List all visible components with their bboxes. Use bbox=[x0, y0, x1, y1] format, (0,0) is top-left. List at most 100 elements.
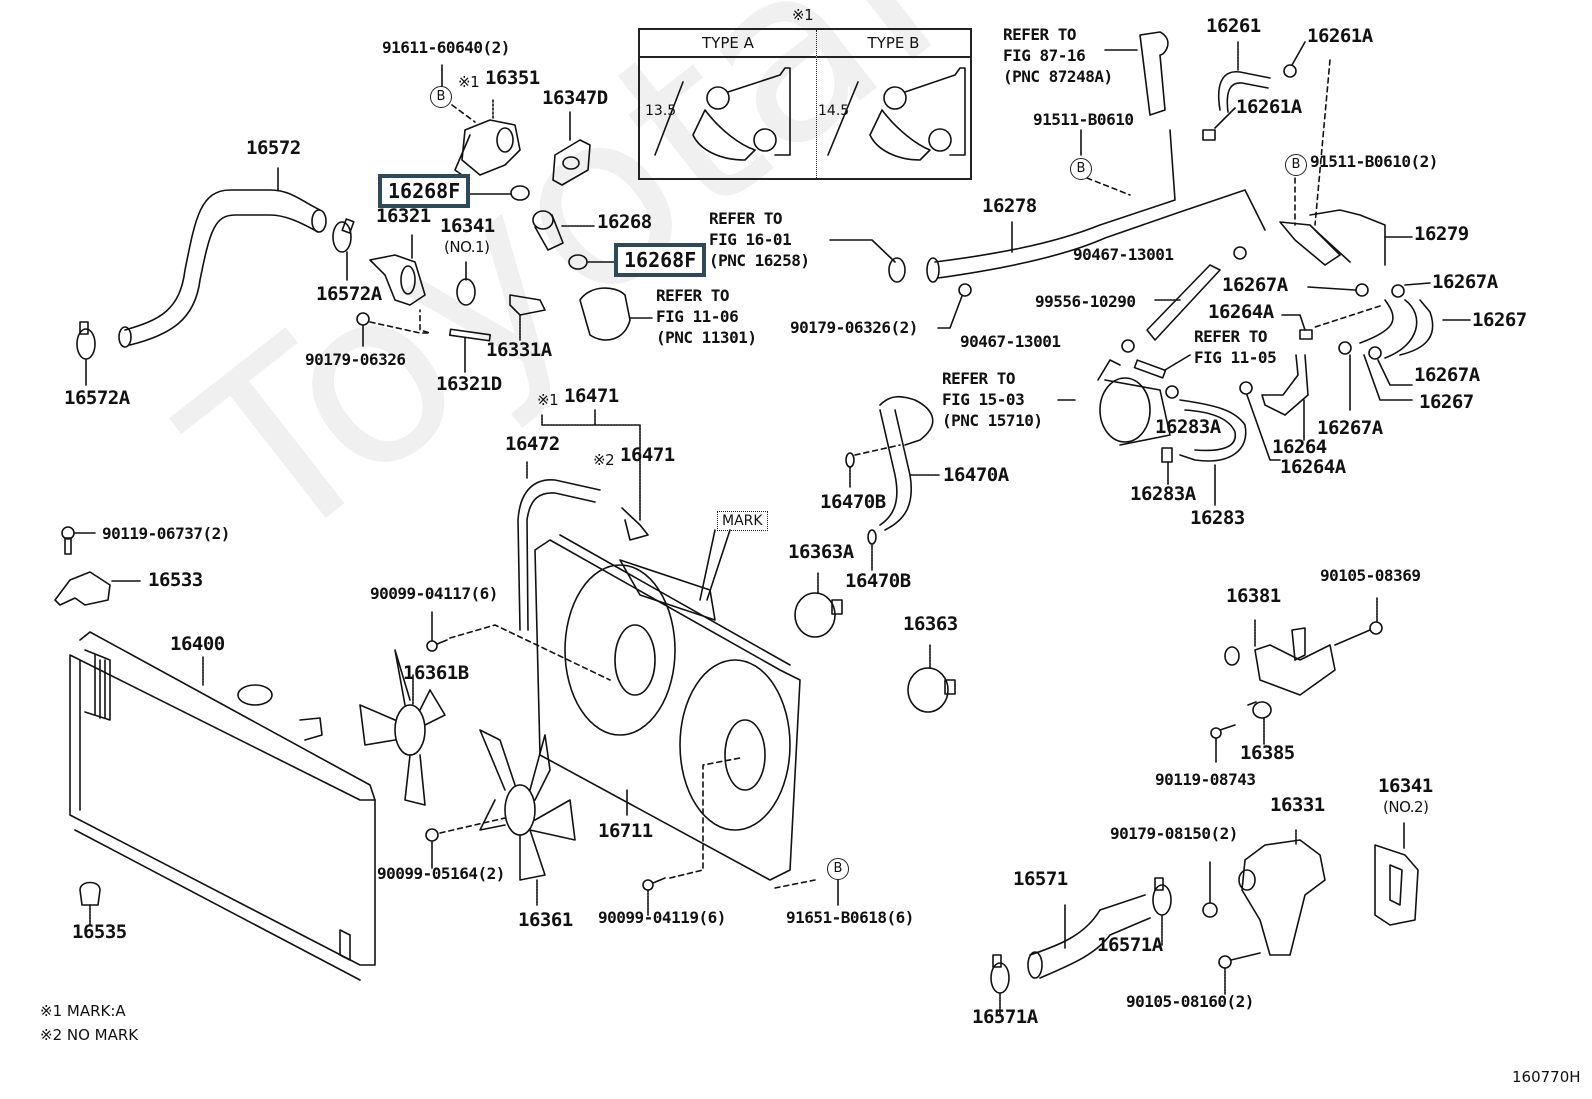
ref-fig-15-03[interactable]: REFER TO FIG 15-03 (PNC 15710) bbox=[942, 369, 1043, 430]
part-label-16471-2[interactable]: 16471 bbox=[620, 444, 675, 466]
clamp-16283A-upper[interactable] bbox=[1165, 385, 1179, 399]
radiator-16400[interactable] bbox=[69, 631, 376, 981]
water-inlet-housing-16331[interactable] bbox=[1238, 839, 1326, 956]
water-outlet-16351[interactable] bbox=[454, 119, 521, 176]
clamp-16267A-1[interactable] bbox=[1355, 283, 1369, 297]
water-inlet-16321[interactable] bbox=[369, 254, 426, 306]
part-label-16331A[interactable]: 16331A bbox=[486, 339, 552, 361]
bracket-16279[interactable] bbox=[1279, 209, 1386, 266]
connector-fig-11-05[interactable] bbox=[1133, 359, 1167, 379]
clip-16470B-lower[interactable] bbox=[867, 529, 877, 545]
gasket-16341-no1[interactable] bbox=[456, 278, 476, 306]
part-label-16471-1[interactable]: 16471 bbox=[564, 385, 619, 407]
part-label-16470B-upper[interactable]: 16470B bbox=[820, 491, 886, 513]
clamp-90467-13001-lower[interactable] bbox=[1121, 339, 1135, 353]
part-label-91651-B0618[interactable]: 91651-B0618(6) bbox=[786, 908, 914, 927]
cushion-16535[interactable] bbox=[79, 881, 101, 906]
clip-16470B-upper[interactable] bbox=[845, 452, 855, 468]
clamp-16571A-left[interactable] bbox=[990, 954, 1010, 994]
part-label-16363[interactable]: 16363 bbox=[903, 613, 958, 635]
part-label-90105-08160[interactable]: 90105-08160(2) bbox=[1126, 992, 1254, 1011]
part-label-90179-08150[interactable]: 90179-08150(2) bbox=[1110, 824, 1238, 843]
part-label-16470B-lower[interactable]: 16470B bbox=[845, 570, 911, 592]
o-ring-16268F-upper[interactable] bbox=[510, 185, 530, 201]
part-label-16283A-upper[interactable]: 16283A bbox=[1155, 416, 1221, 438]
part-label-16571A-left[interactable]: 16571A bbox=[972, 1006, 1038, 1028]
bracket-16381[interactable] bbox=[1224, 627, 1336, 696]
part-label-90467-13001-lower[interactable]: 90467-13001 bbox=[960, 332, 1061, 351]
hose-16571[interactable] bbox=[1027, 894, 1151, 979]
part-label-16341-no2[interactable]: 16341 bbox=[1378, 775, 1433, 797]
reservoir-fig-15-03[interactable] bbox=[1097, 359, 1171, 446]
highlighted-part-16268F-lower[interactable]: 16268F bbox=[614, 243, 707, 277]
hose-fig-87-16[interactable] bbox=[1139, 31, 1169, 116]
part-label-16321[interactable]: 16321 bbox=[376, 205, 431, 227]
hose-16470A[interactable] bbox=[879, 395, 934, 531]
pipe-16268[interactable] bbox=[532, 210, 564, 251]
part-label-16572[interactable]: 16572 bbox=[246, 137, 301, 159]
clamp-16571A-right[interactable] bbox=[1152, 877, 1172, 916]
part-label-90105-08369[interactable]: 90105-08369 bbox=[1320, 566, 1421, 585]
part-label-16267A-1[interactable]: 16267A bbox=[1222, 274, 1288, 296]
part-label-16278[interactable]: 16278 bbox=[982, 195, 1037, 217]
part-label-16363A[interactable]: 16363A bbox=[788, 541, 854, 563]
part-label-16264A-lower[interactable]: 16264A bbox=[1280, 456, 1346, 478]
fan-motor-16363[interactable] bbox=[907, 667, 956, 713]
part-label-16571A-right[interactable]: 16571A bbox=[1097, 934, 1163, 956]
part-label-16261A-top[interactable]: 16261A bbox=[1307, 25, 1373, 47]
part-label-16261[interactable]: 16261 bbox=[1206, 15, 1261, 37]
part-label-16331[interactable]: 16331 bbox=[1270, 794, 1325, 816]
hose-16472[interactable] bbox=[517, 479, 601, 631]
part-label-90179-06326[interactable]: 90179-06326 bbox=[305, 350, 406, 369]
clamp-16572A-right[interactable] bbox=[332, 218, 355, 253]
part-fig-11-06[interactable] bbox=[579, 287, 631, 341]
part-label-99556-10290[interactable]: 99556-10290 bbox=[1035, 292, 1136, 311]
part-label-16572A-right[interactable]: 16572A bbox=[316, 283, 382, 305]
part-label-16535[interactable]: 16535 bbox=[72, 921, 127, 943]
part-label-16267-upper[interactable]: 16267 bbox=[1472, 309, 1527, 331]
clamp-16267A-4[interactable] bbox=[1368, 346, 1382, 360]
fan-motor-16363A[interactable] bbox=[794, 592, 843, 638]
gasket-fig-16-01[interactable] bbox=[888, 257, 906, 283]
gasket-16341-no2[interactable] bbox=[1374, 844, 1419, 926]
fan-16361[interactable] bbox=[479, 729, 576, 881]
part-label-16267A-3[interactable]: 16267A bbox=[1414, 364, 1480, 386]
clamp-90467-13001-upper[interactable] bbox=[1233, 246, 1247, 260]
part-label-16361[interactable]: 16361 bbox=[518, 909, 573, 931]
highlighted-part-16268F-upper[interactable]: 16268F bbox=[378, 174, 471, 208]
part-label-16385[interactable]: 16385 bbox=[1240, 742, 1295, 764]
sensor-16331A[interactable] bbox=[509, 294, 546, 316]
pipe-16278[interactable] bbox=[926, 129, 1266, 283]
part-label-90099-05164[interactable]: 90099-05164(2) bbox=[377, 864, 505, 883]
part-label-16264[interactable]: 16264 bbox=[1272, 436, 1327, 458]
part-label-91511-B0610-2[interactable]: 91511-B0610(2) bbox=[1310, 152, 1438, 171]
part-label-16283[interactable]: 16283 bbox=[1190, 507, 1245, 529]
hose-16264[interactable] bbox=[1261, 354, 1309, 416]
part-label-16267A-4[interactable]: 16267A bbox=[1317, 417, 1383, 439]
nut-90179-06326[interactable] bbox=[356, 312, 370, 326]
nut-90179-06326-2[interactable] bbox=[958, 283, 972, 297]
part-label-16347D[interactable]: 16347D bbox=[542, 87, 608, 109]
part-label-90119-06737[interactable]: 90119-06737(2) bbox=[102, 524, 230, 543]
part-label-16361B[interactable]: 16361B bbox=[403, 662, 469, 684]
part-label-16533[interactable]: 16533 bbox=[148, 569, 203, 591]
part-label-16279[interactable]: 16279 bbox=[1414, 223, 1469, 245]
gasket-16347D[interactable] bbox=[552, 139, 591, 186]
bolt-90105-08160[interactable] bbox=[1218, 952, 1261, 969]
bolt-90119-08743[interactable] bbox=[1210, 724, 1236, 739]
clamp-16264A-lower[interactable] bbox=[1239, 381, 1253, 395]
hose-16572[interactable] bbox=[118, 189, 327, 348]
part-label-90467-13001-upper[interactable]: 90467-13001 bbox=[1073, 245, 1174, 264]
stud-16321D[interactable] bbox=[448, 328, 492, 342]
fan-shroud-16711[interactable] bbox=[534, 534, 801, 881]
part-label-16268[interactable]: 16268 bbox=[597, 211, 652, 233]
part-label-90119-08743[interactable]: 90119-08743 bbox=[1155, 770, 1256, 789]
hose-16267[interactable] bbox=[1359, 299, 1434, 359]
bolt-90105-08369[interactable] bbox=[1334, 621, 1383, 646]
part-label-16261A-mid[interactable]: 16261A bbox=[1236, 96, 1302, 118]
part-label-16572A-left[interactable]: 16572A bbox=[64, 387, 130, 409]
ref-fig-11-05[interactable]: REFER TO FIG 11-05 bbox=[1194, 327, 1277, 367]
clamp-16264A-upper[interactable] bbox=[1299, 329, 1313, 340]
part-label-16470A[interactable]: 16470A bbox=[943, 464, 1009, 486]
part-label-91611-60640[interactable]: 91611-60640(2) bbox=[382, 38, 510, 57]
